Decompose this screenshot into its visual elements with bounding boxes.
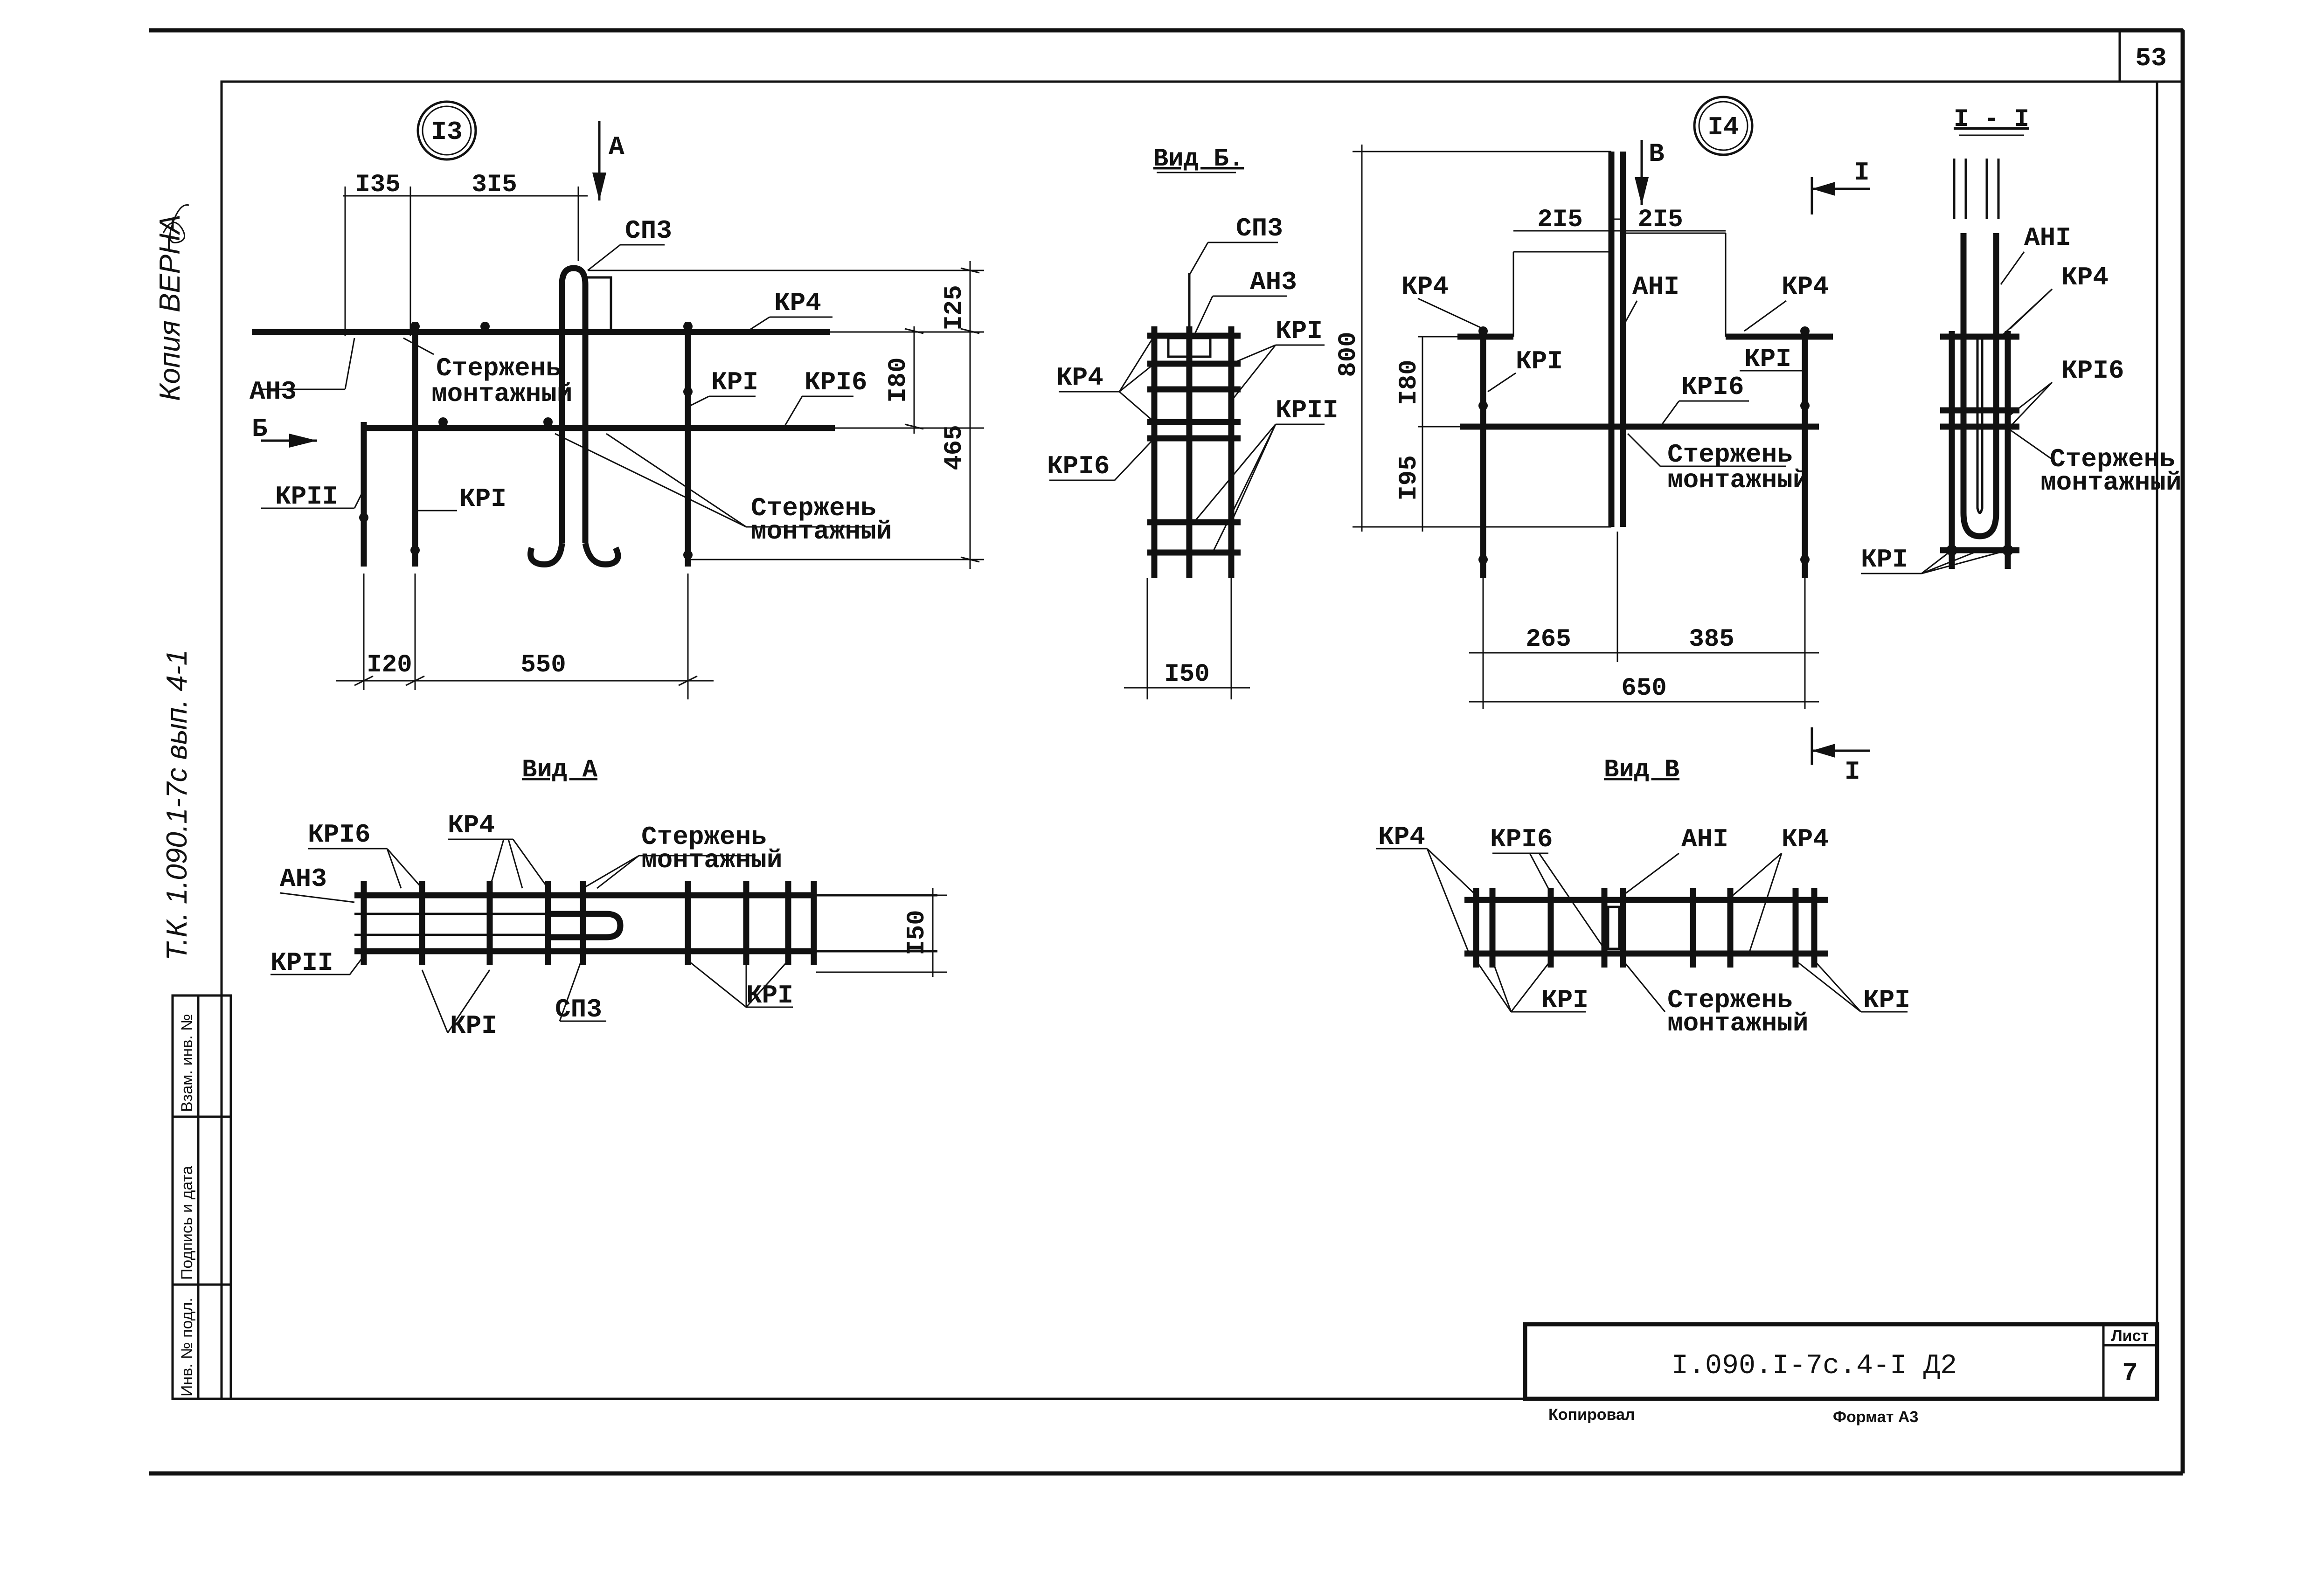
node-13-arrow-b-label: Б — [252, 414, 268, 444]
view-b-label-sp3: СП3 — [1236, 214, 1283, 243]
node-13-label-rod2-1: Стержень — [751, 493, 876, 523]
node-14-callout: I4 — [1707, 112, 1739, 142]
copier-label: Копировал — [1548, 1406, 1635, 1424]
stamp-cell-inv-no: Инв. № подл. — [178, 1298, 196, 1396]
node-13-dim-bot-b: 550 — [520, 651, 566, 679]
view-b-label-kp4: КР4 — [1056, 363, 1103, 393]
node-14-dim-top-b: 2I5 — [1637, 206, 1683, 234]
view-a-label-rod-2: монтажный — [641, 845, 782, 875]
view-v-label-kp4-right: КР4 — [1782, 824, 1829, 854]
sheet-frame — [149, 28, 2185, 1476]
node-13-label-kp1: КРI — [711, 367, 758, 397]
node-13-label-kp16: КРI6 — [805, 367, 867, 397]
view-a-label-an3: АН3 — [280, 864, 327, 894]
format-label: Формат А3 — [1833, 1408, 1918, 1426]
section-1-1-label-rod-2: монтажный — [2040, 468, 2181, 498]
node-13-label-rod-1: Стержень — [436, 353, 562, 383]
node-13-dim-right-a: I25 — [940, 285, 969, 330]
view-v-drawing — [1376, 848, 1908, 1013]
view-b-dim: I50 — [1164, 660, 1209, 689]
node-14-dim-bot-b: 385 — [1689, 625, 1734, 654]
node-13-label-kp1b: КРI — [459, 484, 506, 514]
section-1-1-drawing — [1861, 134, 2053, 574]
node-13-label-kp11: КРII — [275, 482, 338, 512]
view-b-label-kp1: КРI — [1276, 316, 1323, 346]
sheet-number: 7 — [2122, 1358, 2138, 1388]
node-13-label-sp3: СП3 — [625, 216, 672, 246]
view-b-label-an3: АН3 — [1250, 267, 1297, 297]
node-13-label-rod2-2: монтажный — [751, 517, 892, 546]
view-a-dim: I50 — [903, 910, 931, 955]
document-code: I.090.I-7c.4-I Д2 — [1672, 1350, 1957, 1382]
node-13-dim-bot-a: I20 — [367, 651, 412, 679]
view-v-label-rod-1: Стержень — [1667, 985, 1793, 1015]
view-a-label-rod-1: Стержень — [641, 822, 767, 852]
view-b-label-kp16: КРI6 — [1047, 451, 1110, 481]
section-1-1-label-kp16: КРI6 — [2061, 356, 2124, 386]
node-14-label-kp16: КРI6 — [1681, 372, 1744, 402]
approval-signature — [162, 204, 189, 243]
node-14-label-kp1-left: КРI — [1516, 346, 1563, 376]
node-14-label-rod-1: Стержень — [1667, 440, 1793, 470]
node-14-arrow-v-label: В — [1649, 139, 1665, 169]
view-a-label-kp4: КР4 — [448, 810, 495, 840]
section-1-1-title: I - I — [1954, 105, 2029, 134]
node-14-dim-bot-total: 650 — [1621, 674, 1666, 703]
node-14-label-kp4-left: КР4 — [1401, 272, 1449, 302]
node-14-section-mark-top: I — [1854, 158, 1870, 187]
view-v-label-kp1-left: КРI — [1541, 985, 1589, 1015]
view-v-label-rod-2: монтажный — [1667, 1009, 1808, 1038]
node-13-arrow-a-label: А — [609, 132, 624, 162]
node-13-dim-right-b: I80 — [884, 357, 913, 402]
stamp-cell-replaced-inv: Взам. инв. № — [178, 1014, 196, 1112]
section-1-1-label-kp4: КР4 — [2061, 263, 2109, 292]
node-14-dim-left-total: 800 — [1334, 332, 1363, 377]
section-1-1-label-rod-1: Стержень — [2050, 444, 2175, 474]
page-number: 53 — [2135, 43, 2166, 73]
side-note-series: Т.К. 1.090.1-7с вып. 4-1 — [161, 650, 193, 961]
view-a-label-kp11: КРII — [271, 948, 333, 978]
view-a-title: Вид А — [522, 756, 598, 784]
node-14-dim-left-b: I95 — [1395, 455, 1423, 500]
view-v-label-kp1-right: КРI — [1863, 985, 1910, 1015]
view-b-label-kp11: КРII — [1276, 395, 1338, 425]
title-block — [1523, 1322, 2159, 1401]
node-13-label-an3: АН3 — [250, 377, 297, 407]
view-a-label-sp3: СП3 — [555, 995, 602, 1024]
node-13-dim-top-b: 3I5 — [472, 171, 517, 199]
node-13-callout: I3 — [431, 117, 462, 147]
sheet-label: Лист — [2111, 1327, 2149, 1345]
node-14-label-kp4-right: КР4 — [1782, 272, 1829, 302]
node-14-label-an1: АНI — [1632, 272, 1679, 302]
view-v-label-kp4-left: КР4 — [1378, 822, 1425, 852]
view-a-label-kp1-a: КРI — [450, 1011, 497, 1041]
node-13-label-kp4: КР4 — [774, 288, 821, 318]
stamp-cell-signature-date: Подпись и дата — [178, 1166, 196, 1280]
view-v-title: Вид В — [1604, 756, 1679, 784]
side-note-copy: Копия ВЕРНА — [154, 214, 186, 401]
node-14-dim-top-a: 2I5 — [1537, 206, 1582, 234]
node-13-drawing — [252, 100, 984, 699]
node-13-dim-top-a: I35 — [355, 171, 400, 199]
view-b-title: Вид Б. — [1153, 145, 1244, 173]
node-14-label-rod-2: монтажный — [1667, 465, 1808, 495]
view-v-label-kp16: КРI6 — [1490, 824, 1553, 854]
view-v-label-an1: АНI — [1681, 824, 1728, 854]
node-14-section-mark-bottom: I — [1845, 757, 1860, 787]
view-a-drawing — [271, 838, 947, 1033]
node-13-dim-right-c: 465 — [940, 425, 969, 470]
node-14-label-kp1-right: КРI — [1744, 344, 1791, 374]
node-14-drawing — [1353, 96, 1870, 765]
section-1-1-label-an1: АНI — [2024, 223, 2071, 253]
view-a-label-kp16: КРI6 — [308, 820, 370, 850]
node-13-label-rod-2: монтажный — [431, 379, 572, 409]
left-stamp — [171, 994, 232, 1400]
view-a-label-kp1-b: КРI — [746, 981, 793, 1010]
node-14-dim-left-a: I80 — [1395, 359, 1423, 405]
node-14-dim-bot-a: 265 — [1526, 625, 1571, 654]
section-1-1-label-kp1: КРI — [1861, 545, 1908, 574]
view-b-drawing — [1049, 172, 1325, 699]
